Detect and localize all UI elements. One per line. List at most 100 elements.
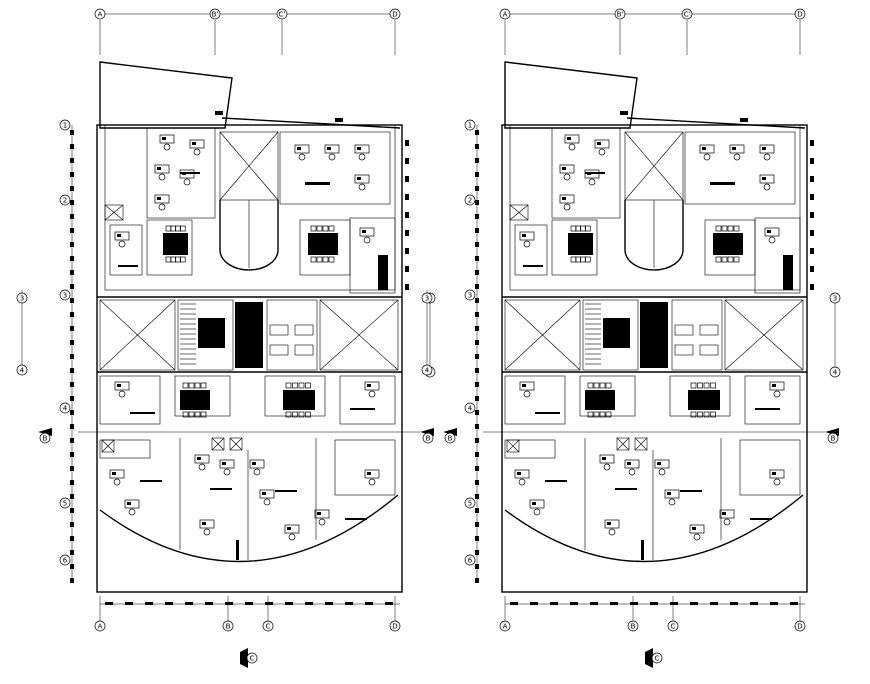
desk-lower-7-top [284, 524, 300, 534]
top-grid-bubble-1-label: B' [212, 11, 219, 19]
office-upper-right [279, 131, 391, 205]
desk-lower-7-chair [693, 533, 701, 541]
desk-lower-3-monitor [627, 462, 631, 465]
office-mid-right [754, 217, 801, 294]
lower-meeting-left [579, 375, 636, 417]
desk-lower-1-chair [533, 508, 541, 516]
upper-left-partition [180, 172, 200, 174]
desk-ul-2 [594, 139, 610, 156]
right-tick [405, 230, 409, 236]
desk-lower-8-top [719, 509, 735, 519]
atrium-curve [219, 200, 279, 271]
right-grid-bubble-4-circle [829, 366, 841, 378]
conference-lower-left-chair-bottom-3 [605, 411, 612, 418]
conference-lower-right-chair-bottom-2 [703, 411, 710, 418]
desk-ur-1 [699, 144, 715, 161]
right-tick [405, 212, 409, 218]
desk-llr-1-monitor [772, 384, 776, 387]
core-void-left [99, 299, 176, 371]
outer-grid-bubble-3: 3 [421, 292, 433, 304]
bottom-grid-bubble-1: B [222, 620, 234, 632]
desk-ul-2-chair [193, 148, 201, 156]
desk-ur-4-chair [358, 183, 366, 191]
left-dimension-tick [70, 578, 74, 583]
stair-dark [783, 255, 793, 290]
lower-partition-bar-1 [615, 488, 637, 490]
desk-mr-1-chair [768, 236, 776, 244]
left-dimension-tick [70, 200, 74, 205]
left-dimension-tick [475, 312, 479, 317]
left-grid-bubble-5-label: 6 [468, 557, 473, 565]
left-grid-bubble-2-circle [464, 289, 476, 301]
lower-lobby [99, 439, 151, 459]
desk-ul-3-monitor [562, 167, 566, 170]
right-tick [810, 212, 814, 218]
left-dimension-tick [475, 438, 479, 443]
desk-lower-4 [654, 459, 670, 476]
desk-ml-1-monitor [522, 234, 526, 237]
conference-right-chair-top-2 [322, 225, 329, 232]
conference-lower-left-chair-top-0 [182, 382, 189, 389]
left-dimension-tick [70, 298, 74, 303]
desk-mr-1 [764, 227, 780, 244]
section-mark-right: B [422, 432, 434, 444]
lower-shaft-mid-1 [616, 437, 630, 451]
desk-lll-1-monitor [117, 384, 121, 387]
left-dimension-tick [70, 452, 74, 457]
section-mark-right-label: B [426, 435, 431, 443]
left-dimension-tick [70, 312, 74, 317]
desk-ul-1 [564, 134, 580, 151]
left-dimension-tick [475, 270, 479, 275]
left-grid-bubble-1-circle [59, 194, 71, 206]
bottom-grid-bubble-1-label: B [631, 623, 636, 631]
upper-right-partition [710, 182, 735, 185]
left-grid-bubble-5-circle [59, 554, 71, 566]
bottom-dimension-tick [145, 602, 153, 605]
upper-left-shaft [509, 204, 529, 221]
conference-right-chair-bottom-1 [316, 256, 323, 263]
conference-lower-right-chair-top-3 [305, 382, 311, 389]
left-dimension-tick [475, 144, 479, 149]
left-dimension-tick [70, 186, 74, 191]
desk-ur-3-chair [358, 153, 366, 161]
office-lower-left [504, 375, 566, 425]
desk-lll-1-chair [523, 390, 531, 398]
right-tick [810, 158, 814, 164]
left-dimension-tick [475, 158, 479, 163]
left-dimension-tick [70, 284, 74, 289]
toilet-1 [269, 324, 289, 336]
bottom-grid-bubble-2-label: C [266, 623, 271, 631]
left-dimension-tick [70, 354, 74, 359]
lower-right-office [334, 439, 396, 496]
lower-shaft-left-diag-b [101, 439, 115, 453]
bottom-dimension-tick [690, 602, 698, 605]
desk-ur-1-chair [298, 153, 306, 161]
desk-lower-9-monitor [367, 472, 371, 475]
desk-mr-1-monitor [767, 230, 771, 233]
desk-lower-2-monitor [602, 457, 606, 460]
stair-dark [378, 255, 388, 290]
bottom-dimension-tick [245, 602, 253, 605]
conference-lower-left-chair-top-2 [194, 382, 201, 389]
conference-lower-right-chair-top-2 [703, 382, 710, 389]
conference-lower-left-chair-top-2 [599, 382, 606, 389]
top-grid-bubble-3: D [389, 8, 401, 20]
conference-lower-right-chair-top-1 [292, 382, 298, 389]
toilet-core [266, 299, 318, 371]
bottom-grid-bubble-2-circle [667, 620, 679, 632]
desk-lower-7-monitor [287, 527, 291, 530]
desk-lower-8-top [314, 509, 330, 519]
bottom-grid-bubble-3: D [389, 620, 401, 632]
bottom-dimension-tick [550, 602, 558, 605]
outer-grid-bubble-4: 4 [16, 364, 28, 376]
desk-ul-1-chair [163, 143, 171, 151]
left-dimension-tick [70, 340, 74, 345]
left-dimension-tick [475, 424, 479, 429]
desk-ul-5-chair [563, 203, 571, 211]
conference-lower-left-chair-bottom-0 [182, 411, 189, 418]
section-mark-left: B [39, 432, 51, 444]
desk-ul-2-monitor [597, 142, 601, 145]
lower-shaft-mid-2-diag-b [634, 437, 648, 451]
left-grid-bubble-5: 6 [464, 554, 476, 566]
outer-grid-bubble-4-circle [16, 364, 28, 376]
